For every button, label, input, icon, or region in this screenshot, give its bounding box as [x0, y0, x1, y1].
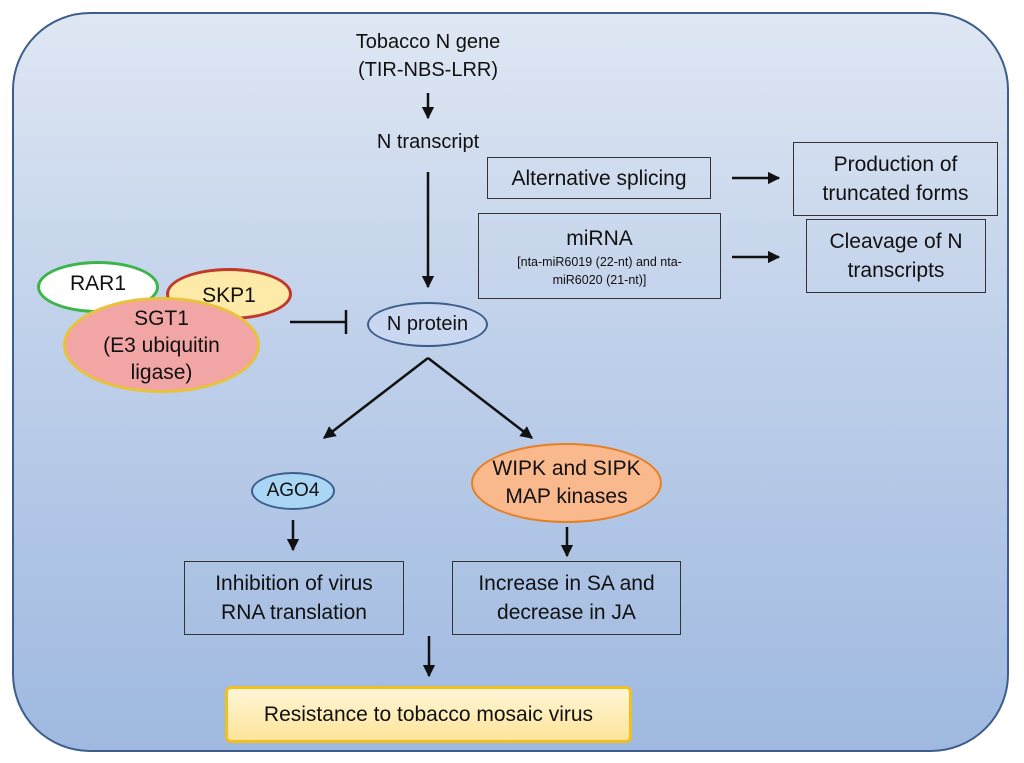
- gene-label: Tobacco N gene (TIR-NBS-LRR): [318, 28, 538, 84]
- resistance-label: Resistance to tobacco mosaic virus: [263, 703, 594, 726]
- skp1-label: SKP1: [202, 284, 256, 307]
- ago4-label: AGO4: [266, 480, 320, 501]
- sa-ja-box: Increase in SA and decrease in JA: [452, 561, 681, 635]
- sgt1-desc-1: (E3 ubiquitin: [103, 333, 220, 357]
- cleavage-box: Cleavage of N transcripts: [806, 219, 986, 293]
- rar1-label: RAR1: [69, 272, 127, 295]
- sa-ja-line-2: decrease in JA: [497, 601, 636, 624]
- n-protein-oval: N protein: [367, 302, 488, 347]
- sgt1-label: SGT1: [134, 306, 189, 330]
- cleavage-line-2: transcripts: [847, 259, 945, 282]
- mirna-title: miRNA: [566, 226, 633, 250]
- transcript-label: N transcript: [376, 131, 480, 153]
- sgt1-desc-2: ligase): [130, 360, 193, 384]
- cleavage-line-1: Cleavage of N: [829, 230, 963, 253]
- arrow-protein-to-kinases: [427, 357, 533, 439]
- kinases-line-2: MAP kinases: [505, 485, 628, 508]
- resistance-box: Resistance to tobacco mosaic virus: [225, 686, 632, 743]
- kinases-line-1: WIPK and SIPK: [492, 457, 641, 480]
- sa-ja-line-1: Increase in SA and: [478, 572, 655, 595]
- mirna-box: miRNA [nta-miR6019 (22-nt) and nta- miR6…: [478, 213, 721, 299]
- inhibition-line-1: Inhibition of virus: [215, 572, 373, 595]
- alt-splicing-label: Alternative splicing: [511, 166, 687, 190]
- gene-name: Tobacco N gene: [355, 31, 501, 53]
- inhibition-box: Inhibition of virus RNA translation: [184, 561, 404, 635]
- kinases-oval: WIPK and SIPK MAP kinases: [471, 443, 662, 523]
- ago4-oval: AGO4: [251, 472, 335, 510]
- mirna-detail-2: miR6020 (21-nt)]: [552, 272, 647, 287]
- truncated-line-2: truncated forms: [822, 182, 969, 205]
- truncated-forms-box: Production of truncated forms: [793, 142, 998, 216]
- truncated-line-1: Production of: [833, 153, 958, 176]
- arrow-protein-to-ago4: [323, 357, 429, 439]
- inhibition-line-2: RNA translation: [221, 601, 367, 624]
- gene-domains: (TIR-NBS-LRR): [358, 59, 498, 81]
- sgt1-oval: SGT1 (E3 ubiquitin ligase): [63, 297, 260, 393]
- n-protein-label: N protein: [386, 313, 469, 335]
- alt-splicing-box: Alternative splicing: [487, 157, 711, 199]
- mirna-detail-1: [nta-miR6019 (22-nt) and nta-: [517, 254, 682, 269]
